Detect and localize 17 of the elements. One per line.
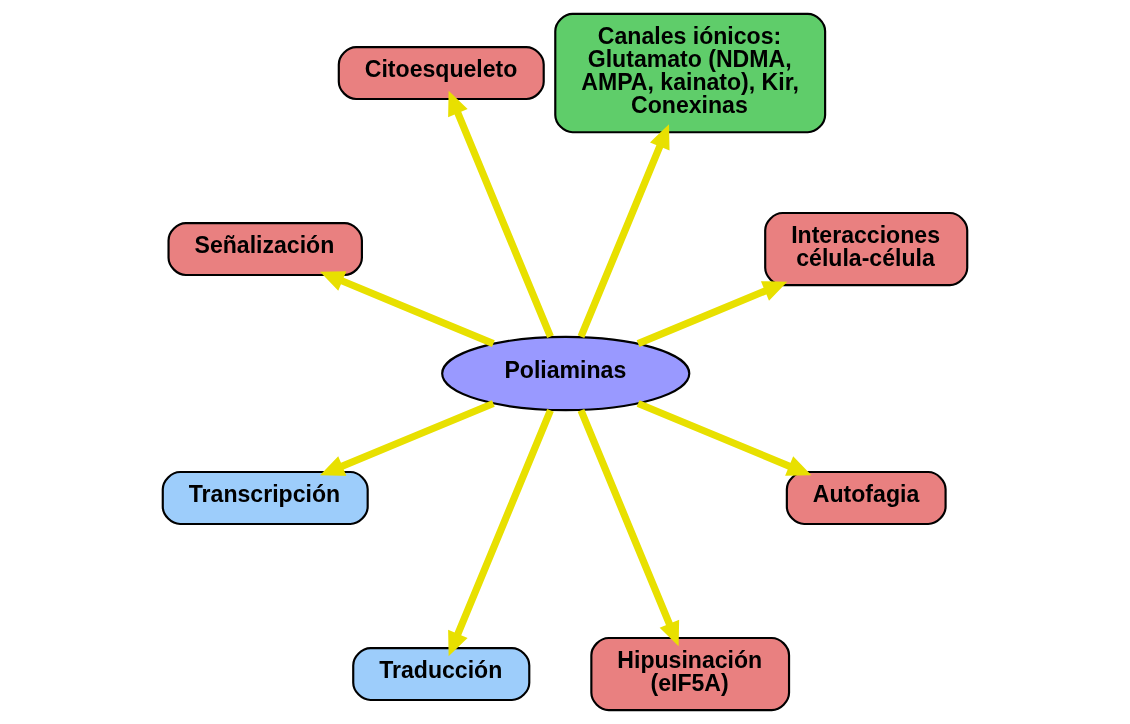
- node-box: Hipusinación (eIF5A): [590, 636, 791, 712]
- arrow: [577, 124, 670, 339]
- node-box: Canales iónicos: Glutamato (NDMA, AMPA, kainato), Kir, Conexinas: [554, 12, 827, 134]
- node-box: Señalización: [167, 222, 363, 277]
- arrow: [320, 271, 495, 347]
- node-box: Traducción: [352, 647, 531, 702]
- node-ellipse: Poliaminas: [441, 335, 691, 412]
- node-box: Transcripción: [161, 470, 369, 526]
- node-box: Citoesqueleto: [337, 46, 545, 101]
- node-box: Autofagia: [785, 470, 947, 526]
- arrow: [448, 409, 554, 657]
- arrow: [448, 90, 554, 339]
- arrow: [636, 281, 788, 347]
- node-box: Interacciones célula-célula: [764, 211, 969, 287]
- arrow: [636, 400, 812, 476]
- arrow: [320, 400, 495, 476]
- arrow: [577, 409, 680, 647]
